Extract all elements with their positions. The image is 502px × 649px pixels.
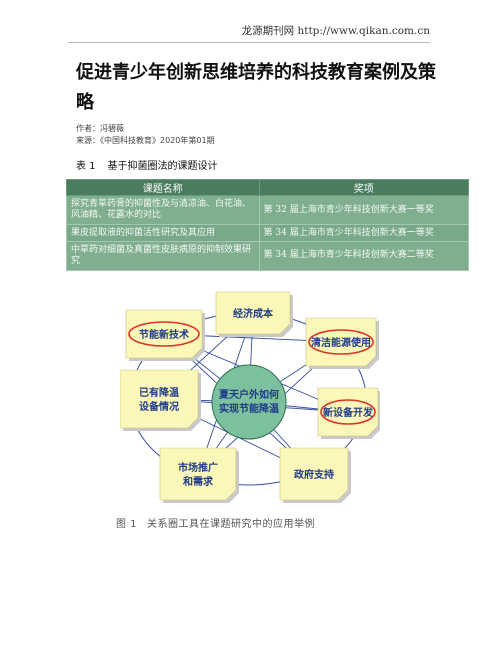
note-label: 市场推广 <box>178 461 218 474</box>
article-author: 作者：冯碧薇 <box>76 124 124 133</box>
row-award: 第 34 届上海市青少年科技创新大赛二等奖 <box>258 240 470 272</box>
table-caption-text: 基于抑菌圈法的课题设计 <box>107 161 218 172</box>
row-award: 第 34 届上海市青少年科技创新大赛一等奖 <box>258 224 470 242</box>
table-row: 果皮提取液的抑菌活性研究及其应用 第 34 届上海市青少年科技创新大赛一等奖 <box>66 224 470 242</box>
note-paper <box>120 369 199 429</box>
note-label: 经济成本 <box>233 307 274 320</box>
awards-table: 课题名称 奖项 探究青草药膏的抑菌性及与清凉油、白花油、风油精、花露水的对比 第… <box>66 179 470 272</box>
note-label: 新设备开发 <box>323 406 374 419</box>
relationship-circle-diagram: 经济成本清洁能源使用新设备开发政府支持市场推广和需求已有降温设备情况节能新技术 … <box>120 291 380 503</box>
table-row: 中草药对细菌及真菌性皮肤病原的抑制效果研究 第 34 届上海市青少年科技创新大赛… <box>66 240 470 272</box>
note-label: 设备情况 <box>139 400 179 413</box>
row-topic: 中草药对细菌及真菌性皮肤病原的抑制效果研究 <box>66 240 260 272</box>
highlight-circle <box>128 321 200 347</box>
note-paper <box>215 291 291 335</box>
highlight-circle <box>308 329 374 355</box>
table-header-row: 课题名称 奖项 <box>66 179 470 196</box>
note-paper <box>159 447 237 501</box>
table-number: 表 1 <box>76 161 96 172</box>
note-paper <box>317 387 379 437</box>
sticky-note: 清洁能源使用 <box>305 317 379 369</box>
figure-caption: 图 1 关系圈工具在课题研究中的应用举例 <box>116 515 315 530</box>
table-row: 探究青草药膏的抑菌性及与清凉油、白花油、风油精、花露水的对比 第 32 届上海市… <box>66 194 470 226</box>
figure-number: 图 1 <box>116 519 138 530</box>
article-source: 来源：《中国科技教育》2020年第01期 <box>76 136 215 145</box>
note-paper <box>125 309 203 359</box>
sticky-note: 经济成本 <box>215 291 293 337</box>
note-label: 和需求 <box>182 475 214 488</box>
center-node: 夏天户外如何 实现节能降温 <box>211 364 287 440</box>
note-label: 节能新技术 <box>139 328 189 341</box>
center-line-2: 实现节能降温 <box>219 402 279 415</box>
header-divider <box>68 42 430 43</box>
sticky-note: 节能新技术 <box>125 309 205 361</box>
highlight-circle <box>320 399 376 425</box>
center-line-1: 夏天户外如何 <box>218 388 279 401</box>
note-label: 政府支持 <box>294 468 334 481</box>
note-label: 清洁能源使用 <box>311 336 371 349</box>
sticky-note: 新设备开发 <box>317 387 380 439</box>
article-title: 促进青少年创新思维培养的科技教育案例及策略 <box>76 62 436 113</box>
note-paper <box>305 317 377 367</box>
table-caption: 表 1 基于抑菌圈法的课题设计 <box>76 157 218 172</box>
note-paper <box>279 447 349 501</box>
note-label: 已有降温 <box>139 386 179 399</box>
header-topic: 课题名称 <box>66 179 260 196</box>
figure-caption-text: 关系圈工具在课题研究中的应用举例 <box>147 519 316 530</box>
row-topic: 果皮提取液的抑菌活性研究及其应用 <box>66 224 260 242</box>
sticky-note: 政府支持 <box>279 447 351 503</box>
header-award: 奖项 <box>258 179 470 196</box>
row-award: 第 32 届上海市青少年科技创新大赛一等奖 <box>258 194 470 226</box>
row-topic: 探究青草药膏的抑菌性及与清凉油、白花油、风油精、花露水的对比 <box>66 194 260 226</box>
site-header: 龙源期刊网 http://www.qikan.com.cn <box>241 25 430 37</box>
